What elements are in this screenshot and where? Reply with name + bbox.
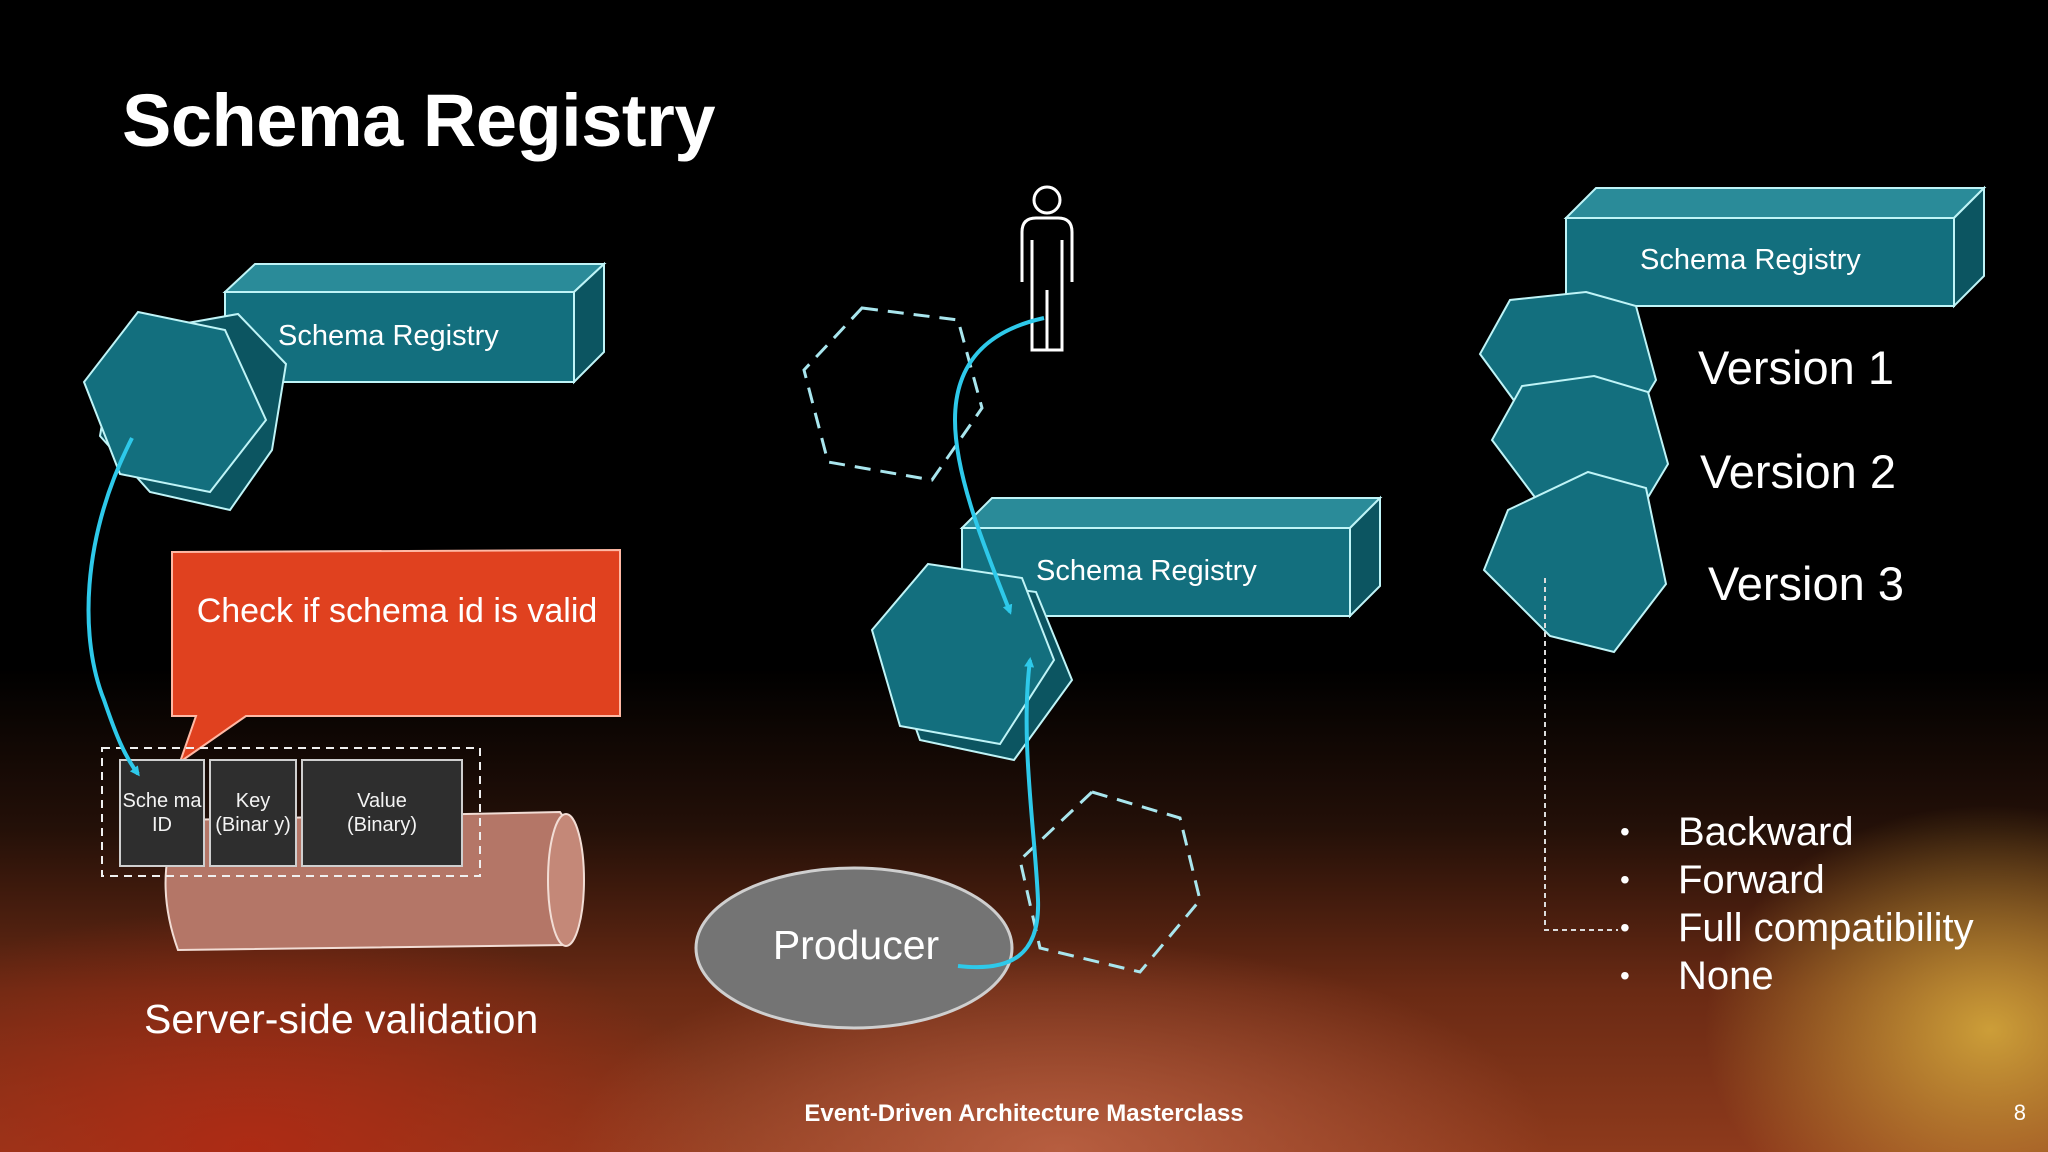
dashed-hexagon-bottom: [1018, 790, 1202, 974]
validation-callout: [171, 548, 621, 765]
value-field: Value (Binary): [346, 790, 417, 836]
person-to-registry-arrow: [952, 316, 1045, 615]
compatibility-item-backward: Backward: [1620, 808, 1978, 856]
person-icon: [1020, 185, 1074, 352]
compatibility-connector: [1544, 578, 1618, 931]
service-hexagon-left: [82, 310, 288, 512]
page-number: 8: [2013, 1100, 2026, 1125]
version-1-label: Version 1: [1698, 341, 1894, 394]
footer-title: Event-Driven Architecture Masterclass: [804, 1100, 1244, 1127]
callout-text: Check if schema id is valid: [196, 592, 598, 630]
producer-to-registry-arrow: [957, 657, 1041, 970]
validation-arrow: [86, 437, 140, 777]
compatibility-list: Backward Forward Full compatibility None: [1620, 808, 1978, 1000]
key-field-bg: [209, 759, 297, 867]
producer-ellipse: [694, 866, 1014, 1030]
left-caption: Server-side validation: [144, 996, 539, 1042]
dashed-hexagon-top: [802, 306, 984, 482]
middle-registry-label: Schema Registry: [1036, 555, 1257, 587]
value-field-bg: [301, 759, 463, 867]
compatibility-item-full: Full compatibility: [1620, 904, 1978, 952]
schema-registry-box-right: [1563, 185, 1987, 309]
record-dashed-outline: [101, 747, 481, 877]
schema-id-field-bg: [119, 759, 205, 867]
slide-title: Schema Registry: [122, 79, 716, 162]
version-2-label: Version 2: [1700, 445, 1896, 498]
compatibility-item-forward: Forward: [1620, 856, 1978, 904]
version-3-label: Version 3: [1708, 557, 1904, 610]
version-3-hexagon: [1482, 470, 1668, 654]
left-registry-label: Schema Registry: [278, 320, 499, 352]
right-registry-label: Schema Registry: [1640, 244, 1861, 276]
schema-id-field: Sche ma ID: [122, 790, 202, 836]
producer-label: Producer: [772, 922, 940, 968]
key-field: Key (Binar y): [215, 790, 291, 836]
compatibility-item-none: None: [1620, 952, 1978, 1000]
